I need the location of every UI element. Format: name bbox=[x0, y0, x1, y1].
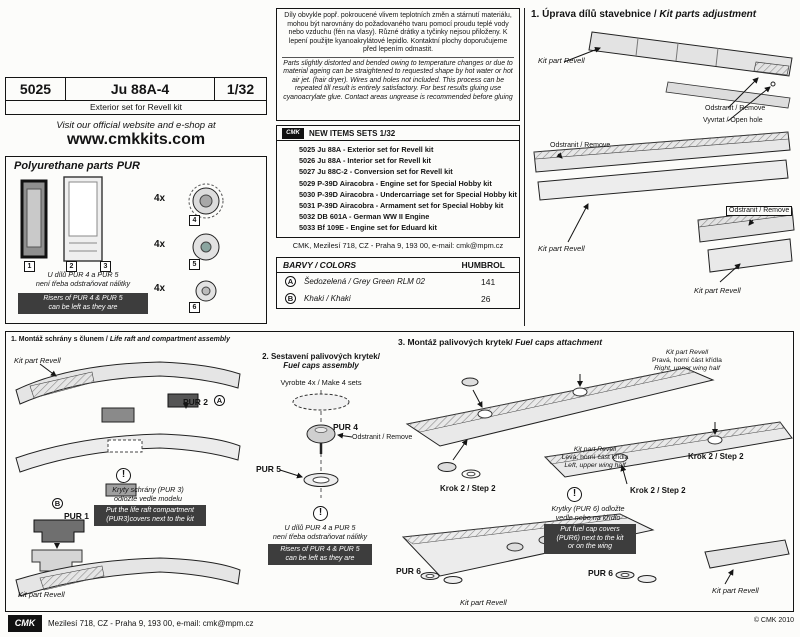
fuel-cap-attachment-diagram bbox=[401, 367, 793, 585]
warning-icon: ! bbox=[567, 487, 582, 502]
polyurethane-parts-box: Polyurethane parts PUR 1 2 3 4x 4 4x bbox=[5, 156, 267, 324]
top-section-divider bbox=[524, 8, 525, 326]
new-item-7: 5032 DB 601A - German WW II Engine bbox=[299, 212, 430, 222]
warning-icon: ! bbox=[313, 506, 328, 521]
kit-part-label: Kit part Revell bbox=[712, 586, 759, 595]
open-hole-label: Vyvrtat / Open hole bbox=[703, 117, 763, 124]
adjust-section-title: 1. Úprava dílů stavebnice / Kit parts ad… bbox=[531, 9, 757, 20]
product-code: 5025 bbox=[6, 78, 66, 100]
new-item-6: 5031 P-39D Airacobra - Armament set for … bbox=[299, 201, 504, 211]
color-name-a: Šedozelená / Grey Green RLM 02 bbox=[304, 277, 425, 286]
colors-box: BARVY / COLORS HUMBROL A Šedozelená / Gr… bbox=[276, 257, 520, 309]
color-name-b: Khaki / Khaki bbox=[304, 294, 351, 303]
step2-label: Krok 2 / Step 2 bbox=[440, 484, 496, 493]
colors-brand: HUMBROL bbox=[461, 260, 505, 270]
part-tag-2: 2 bbox=[66, 261, 77, 272]
colors-title: BARVY / COLORS bbox=[283, 260, 357, 270]
product-scale: 1/32 bbox=[214, 78, 266, 100]
qty-label-4: 4x bbox=[154, 193, 166, 204]
color-code-b: B bbox=[285, 293, 296, 304]
product-title: Ju 88A-4 bbox=[110, 81, 170, 97]
part-tag-5: 5 bbox=[189, 259, 200, 270]
kit-part-label: Kit part Revell bbox=[694, 286, 741, 295]
new-items-box: CMK NEW ITEMS SETS 1/32 5025 Ju 88A - Ex… bbox=[276, 125, 520, 238]
kit-part-label: Kit part Revell bbox=[14, 356, 61, 365]
new-item-4: 5029 P-39D Airacobra - Engine set for Sp… bbox=[299, 178, 492, 188]
remove-label: Odstranit / Remove bbox=[550, 142, 611, 149]
color-marker-a: A bbox=[214, 395, 225, 406]
part-tag-1: 1 bbox=[24, 261, 35, 272]
color-value-a: 141 bbox=[481, 276, 496, 287]
new-items-title: NEW ITEMS SETS 1/32 bbox=[309, 128, 396, 138]
s1-title: 1. Montáž schrány s člunem / Life raft a… bbox=[11, 336, 231, 343]
cmk-logo-icon: CMK bbox=[282, 127, 304, 139]
disclaimer-en: Parts slightly distorted and bended owin… bbox=[282, 56, 514, 103]
kit-part-label: Kit part Revell bbox=[18, 590, 65, 599]
qty-label-5: 4x bbox=[154, 239, 166, 250]
new-item-2: 5026 Ju 88A - Interior set for Revell ki… bbox=[299, 156, 431, 166]
parts-note-cz: U dílů PUR 4 a PUR 5 není třeba odstraňo… bbox=[35, 270, 131, 288]
s1-note-en: Put the life raft compartment (PUR3)cove… bbox=[94, 505, 206, 527]
part-tag-6: 6 bbox=[189, 302, 200, 313]
polyurethane-parts-diagram bbox=[20, 176, 224, 302]
copyright: © CMK 2010 bbox=[753, 617, 794, 624]
s1-note-cz: Kryty schrány (PUR 3) odložte vedle mode… bbox=[112, 485, 184, 503]
fuel-cap-assembly-diagram bbox=[279, 390, 353, 498]
website-url: www.cmkkits.com bbox=[66, 131, 206, 148]
part-tag-4: 4 bbox=[189, 215, 200, 226]
qty-label-6: 4x bbox=[154, 283, 166, 294]
new-item-5: 5030 P-39D Airacobra - Undercarriage set… bbox=[299, 189, 517, 199]
footer-address: Mezilesí 718, CZ - Praha 9, 193 00, e-ma… bbox=[48, 619, 254, 628]
product-subtitle: Exterior set for Revell kit bbox=[89, 102, 183, 112]
s3-left-wing-label: Kit part Revell Levá, horní část křídla … bbox=[561, 446, 629, 470]
color-value-b: 26 bbox=[481, 293, 491, 304]
s2-title: 2. Sestavení palivových krytek/ Fuel cap… bbox=[262, 352, 380, 370]
kit-part-label: Kit part Revell bbox=[538, 244, 585, 253]
pur6-label: PUR 6 bbox=[588, 568, 614, 578]
life-raft-assembly-diagram bbox=[15, 361, 241, 597]
kit-parts-adjustment-diagram bbox=[533, 31, 795, 283]
product-header: 5025 Ju 88A-4 1/32 Exterior set for Reve… bbox=[5, 77, 267, 115]
color-row-a: A Šedozelená / Grey Green RLM 02 141 bbox=[277, 273, 519, 290]
address-line: CMK, Mezilesí 718, CZ - Praha 9, 193 00,… bbox=[292, 241, 504, 250]
pur4-label: PUR 4 bbox=[333, 422, 359, 432]
pur6-label: PUR 6 bbox=[396, 566, 422, 576]
color-code-a: A bbox=[285, 276, 296, 287]
part-tag-3: 3 bbox=[100, 261, 111, 272]
s2-note-en: Risers of PUR 4 & PUR 5 can be left as t… bbox=[268, 544, 372, 566]
pur5-label: PUR 5 bbox=[256, 464, 282, 474]
remove-label: Odstranit / Remove bbox=[352, 434, 413, 441]
new-item-1: 5025 Ju 88A - Exterior set for Revell ki… bbox=[299, 145, 434, 154]
cmk-logo: CMK bbox=[8, 615, 42, 632]
s3-title: 3. Montáž palivových krytek/ Fuel caps a… bbox=[398, 337, 603, 347]
parts-box-title: Polyurethane parts PUR bbox=[14, 160, 140, 172]
s3-note-en: Put fuel cap covers (PUR6) next to the k… bbox=[544, 524, 636, 554]
kit-part-label: Kit part Revell bbox=[460, 598, 507, 607]
s2-make-label: Vyrobte 4x / Make 4 sets bbox=[280, 378, 362, 387]
remove-label: Odstranit / Remove bbox=[726, 206, 793, 217]
warning-icon: ! bbox=[116, 468, 131, 483]
step2-label: Krok 2 / Step 2 bbox=[688, 452, 744, 461]
new-item-3: 5027 Ju 88C-2 - Conversion set for Revel… bbox=[299, 167, 453, 177]
disclaimer-cz: Díly obvykle popř. pokroucené vlivem tep… bbox=[284, 12, 512, 53]
parts-note-en: Risers of PUR 4 & PUR 5 can be left as t… bbox=[18, 293, 148, 315]
pur2-label: PUR 2 bbox=[183, 397, 209, 407]
step2-label: Krok 2 / Step 2 bbox=[630, 486, 686, 495]
new-item-8: 5033 Bf 109E - Engine set for Eduard kit bbox=[299, 223, 437, 233]
remove-label: Odstranit / Remove bbox=[705, 105, 766, 112]
s2-note-cz: U dílů PUR 4 a PUR 5 není třeba odstraňo… bbox=[272, 523, 368, 541]
s3-note-cz: Krytky (PUR 6) odložte vedle nebo na kří… bbox=[551, 504, 625, 522]
website-promo: Visit our official website and e-shop at bbox=[56, 120, 216, 131]
disclaimer-box: Díly obvykle popř. pokroucené vlivem tep… bbox=[276, 8, 520, 121]
color-row-b: B Khaki / Khaki 26 bbox=[277, 290, 519, 307]
kit-part-label: Kit part Revell bbox=[538, 56, 585, 65]
pur1-label: PUR 1 bbox=[64, 511, 90, 521]
color-marker-b: B bbox=[52, 498, 63, 509]
